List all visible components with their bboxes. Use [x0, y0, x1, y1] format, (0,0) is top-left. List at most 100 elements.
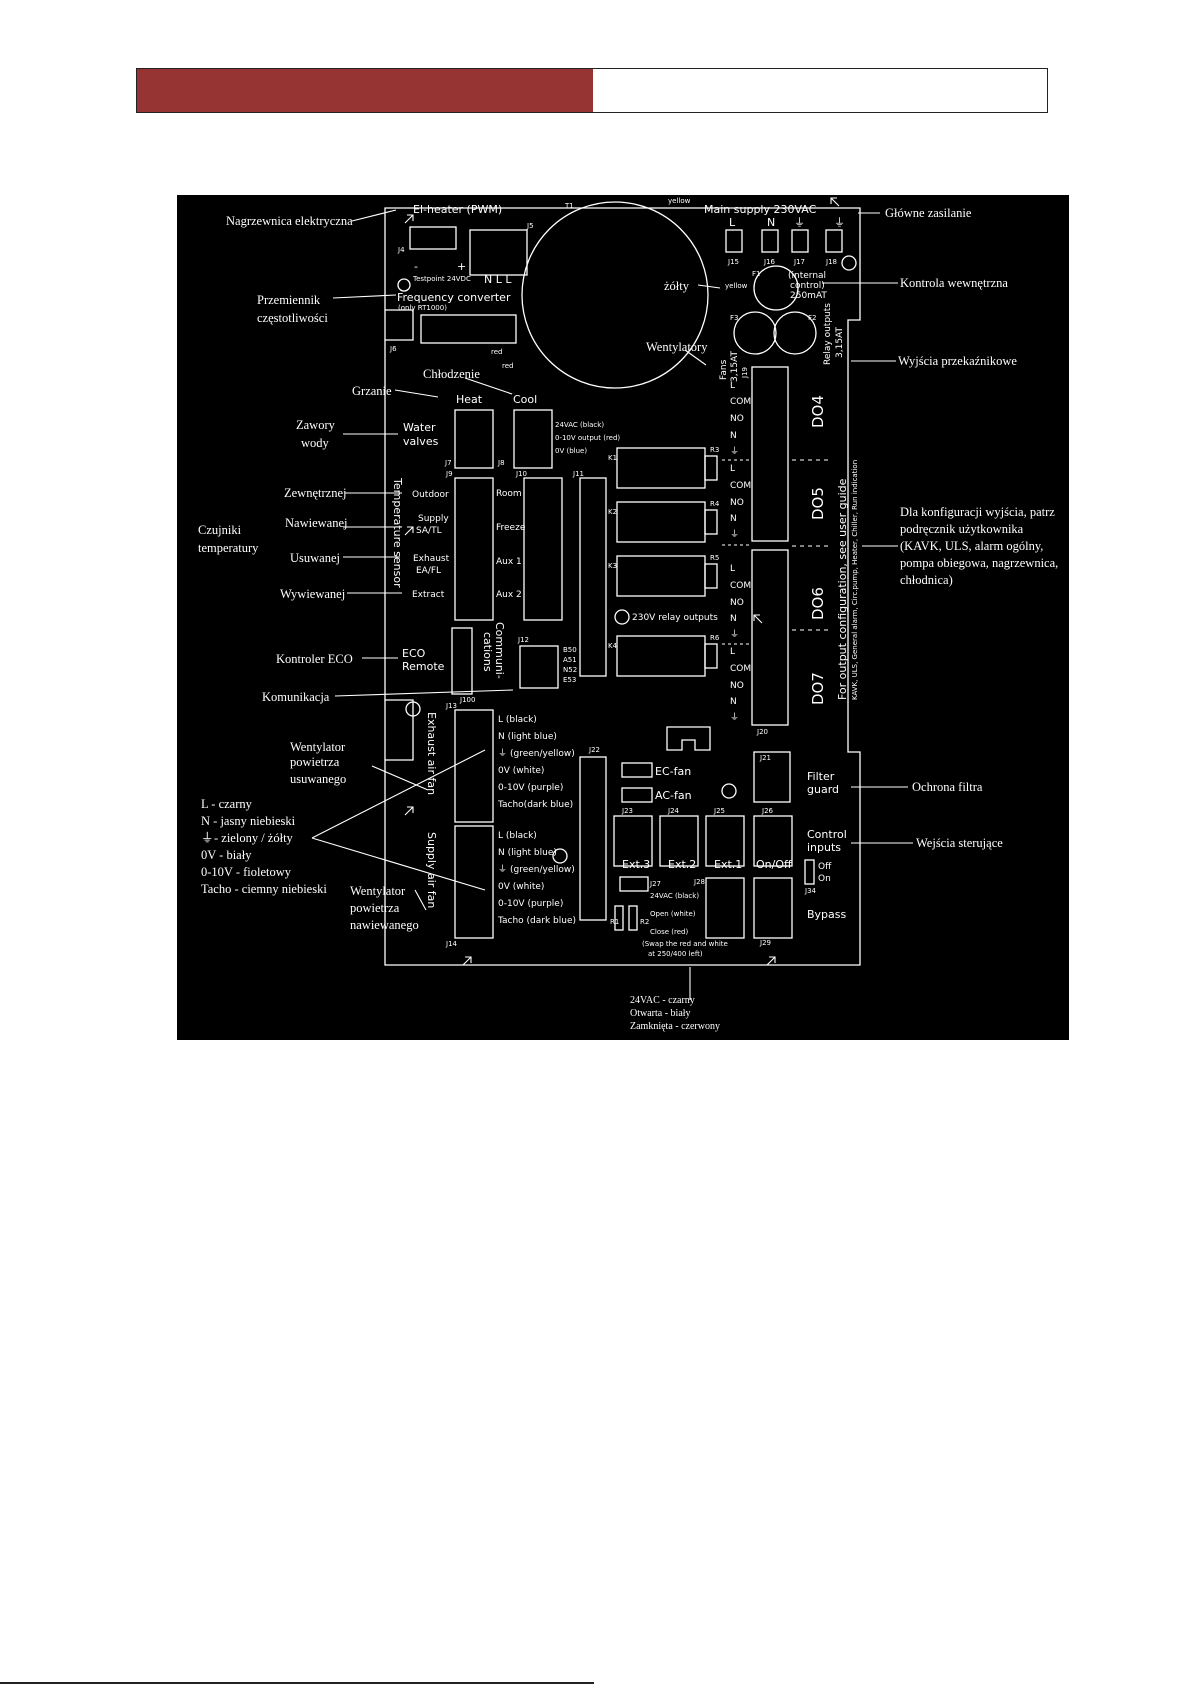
relay-230v-label: 230V relay outputs: [632, 613, 718, 623]
legend-tacho: Tacho - ciemny niebieski: [201, 882, 327, 896]
do4-com: COM: [730, 397, 751, 407]
earth-icon: ⏚: [498, 748, 507, 759]
nawiewanej-annotation: Nawiewanej: [285, 516, 347, 530]
header-accent-block: [137, 69, 593, 112]
corner-arrow-icons: [404, 197, 840, 966]
fuse-f2: [773, 311, 817, 355]
red-label-2: red: [502, 362, 513, 370]
do5-com: COM: [730, 481, 751, 491]
valve-24vac-label: 24VAC (black): [555, 421, 604, 429]
relay-outputs-label: Relay outputs: [823, 303, 833, 365]
j4-connector: [409, 226, 457, 250]
j19-connector: [751, 366, 789, 542]
resistor-r6: [704, 643, 718, 669]
leader-lines: [311, 209, 913, 1000]
r4-label: R4: [710, 500, 720, 508]
cool-pcb-label: Cool: [513, 393, 537, 406]
r2-label: R2: [640, 918, 649, 926]
fans-fuse-label: 3,15AT: [730, 351, 740, 382]
k2-label: K2: [608, 508, 617, 516]
internal-control-3: 250mAT: [790, 291, 827, 301]
ext3-label: Ext.3: [622, 858, 650, 871]
wywiewanej-annotation: Wywiewanej: [280, 587, 345, 601]
do5-l: L: [730, 464, 735, 474]
exhaust-fan-0v: 0V (white): [498, 766, 544, 776]
exhaust-fan-tacho: Tacho(dark blue): [497, 800, 573, 810]
minus-label: -: [414, 260, 418, 273]
switch-on-label: On: [818, 874, 831, 884]
j28-label: J28: [693, 878, 705, 886]
j12-connector: [519, 645, 559, 689]
j5-label: J5: [526, 222, 534, 230]
usuwanej-annotation: Usuwanej: [290, 551, 340, 565]
yellow-top-label: yellow: [668, 197, 691, 205]
j15-connector: [725, 229, 743, 253]
j5-connector: [469, 229, 528, 276]
czujniki-annotation-1: Czujniki: [198, 523, 242, 537]
page-header-bar: [136, 68, 1048, 113]
outdoor-pcb-label: Outdoor: [412, 490, 449, 500]
ac-fan-label: AC-fan: [655, 789, 692, 802]
legend-010v: 0-10V - fioletowy: [201, 865, 292, 879]
supply-fan-gy: (green/yellow): [510, 865, 575, 875]
earth-icon: ⏚: [730, 712, 739, 723]
j18-label: J18: [825, 258, 837, 266]
ea-fl-pcb-label: EA/FL: [416, 566, 441, 576]
ext2-label: Ext.2: [668, 858, 696, 871]
ac-fan-jumper: [621, 787, 653, 803]
legend-n: N - jasny niebieski: [201, 814, 296, 828]
j15-label: J15: [727, 258, 739, 266]
supply-fan-pcb-label: Supply air fan: [425, 832, 438, 908]
wentylatory-annotation: Wentylatory: [646, 340, 708, 354]
exhaust-fan-annotation-2: powietrza: [290, 755, 340, 769]
bypass-pcb-label: Bypass: [807, 908, 847, 921]
bypass-annotation-2: Otwarta - biały: [630, 1008, 691, 1019]
output-config-sub: KAVK, ULS, General alarm, Circ.pump, Hea…: [851, 460, 859, 700]
j25-connector: [705, 815, 745, 867]
filter-pcb-label: Filter: [807, 770, 835, 783]
earth-icon: ⏚: [794, 216, 805, 229]
j6-label: J6: [389, 345, 397, 353]
j16-label: J16: [763, 258, 776, 266]
j24-label: J24: [667, 807, 680, 815]
zawory-annotation-2: wody: [301, 436, 330, 450]
testpoint-label: Testpoint 24VDC: [412, 275, 471, 283]
red-label-1: red: [491, 348, 502, 356]
earth-icon: ⏚: [201, 831, 214, 845]
legend-0v: 0V - biały: [201, 848, 252, 862]
chlodzenie-annotation: Chłodzenie: [423, 367, 480, 381]
output-config-label: For output configuration, see user guide: [836, 478, 849, 700]
do5-n: N: [730, 514, 737, 524]
exhaust-fan-gy: (green/yellow): [510, 749, 575, 759]
j7-connector: [454, 409, 494, 469]
aux1-pcb-label: Aux 1: [496, 557, 522, 567]
temp-sensor-pcb-label: Temperature sensor: [391, 477, 404, 588]
internal-control-2: control): [790, 281, 825, 291]
room-pcb-label: Room: [496, 489, 522, 499]
j4-label: J4: [397, 246, 405, 254]
j17-label: J17: [793, 258, 805, 266]
wejscia-annotation: Wejścia sterujące: [916, 836, 1003, 850]
komunikacja-annotation: Komunikacja: [262, 690, 330, 704]
onoff-label: On/Off: [756, 858, 792, 871]
do4-label: DO4: [809, 395, 827, 428]
zewnetrznej-annotation: Zewnętrznej: [284, 486, 346, 500]
zasilanie-annotation: Główne zasilanie: [885, 206, 972, 220]
mounting-hole: [841, 255, 857, 271]
t1-label: T1: [564, 202, 574, 210]
wyjscia-annotation: Wyjścia przekaźnikowe: [898, 354, 1017, 368]
freeze-pcb-label: Freeze: [496, 523, 526, 533]
supply-fan-n: N (light blue): [498, 848, 557, 858]
plus-label: +: [457, 260, 466, 273]
valves-pcb-label: valves: [403, 435, 439, 448]
j26-connector: [753, 815, 793, 867]
supply-fan-010: 0-10V (purple): [498, 899, 563, 909]
relay-fuse-label: 3,15AT: [835, 327, 845, 358]
j29-label: J29: [759, 939, 771, 947]
heat-pcb-label: Heat: [456, 393, 483, 406]
supply-fan-l: L (black): [498, 831, 537, 841]
grzanie-annotation: Grzanie: [352, 384, 392, 398]
exhaust-pcb-label: Exhaust: [413, 554, 450, 564]
cfg-annotation-2: podręcznik użytkownika: [900, 522, 1024, 536]
